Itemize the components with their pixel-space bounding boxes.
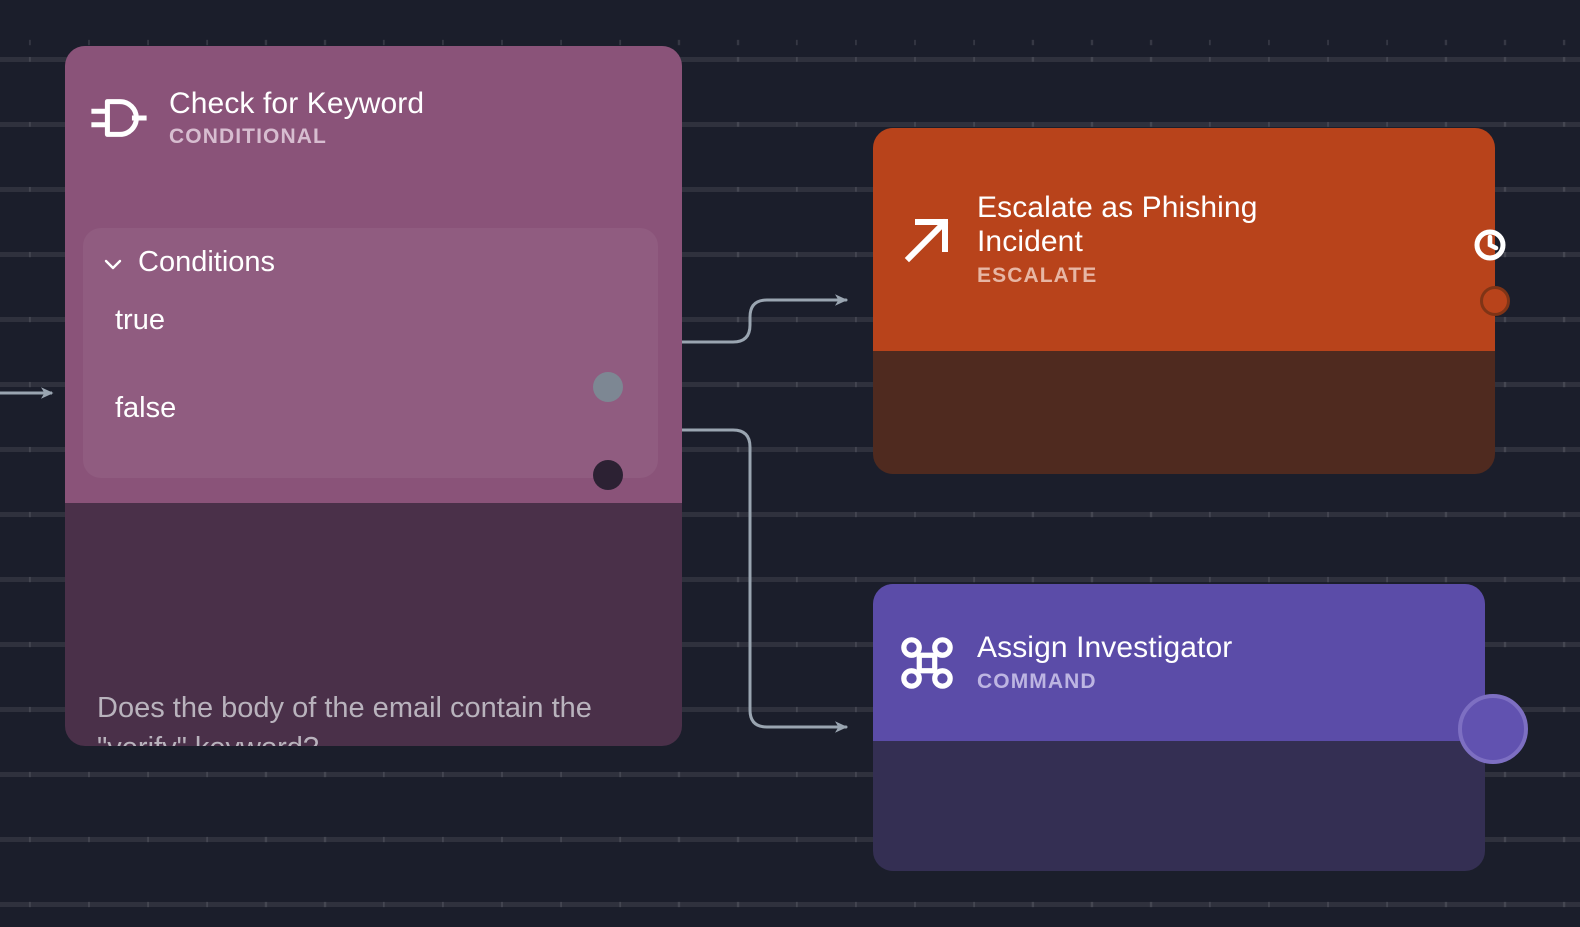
node-title: Check for Keyword xyxy=(169,86,425,120)
node-description: Does the body of the email contain the "… xyxy=(97,692,592,746)
node-header[interactable]: Check for Keyword CONDITIONAL xyxy=(65,46,682,176)
node-header[interactable]: Assign Investigator COMMAND xyxy=(873,584,1485,741)
arrow-up-right-icon xyxy=(899,212,955,268)
condition-row-true-label: true xyxy=(115,304,165,336)
node-kind-label: COMMAND xyxy=(977,669,1097,693)
node-header-background xyxy=(873,584,1485,741)
node-title: Escalate as Phishing Incident xyxy=(977,191,1258,258)
output-port[interactable] xyxy=(1458,694,1528,764)
chevron-down-icon[interactable] xyxy=(101,251,125,275)
node-escalate-as-phishing-incident[interactable]: Escalate as Phishing Incident ESCALATE xyxy=(873,128,1510,474)
conditions-panel[interactable]: Conditions true false xyxy=(83,228,658,478)
conditions-header[interactable]: Conditions xyxy=(83,228,658,279)
conditions-label: Conditions xyxy=(138,246,276,278)
output-port-false[interactable] xyxy=(593,460,623,490)
output-port[interactable] xyxy=(1480,286,1510,316)
node-header[interactable]: Escalate as Phishing Incident ESCALATE xyxy=(873,128,1495,351)
node-header-background xyxy=(873,128,1495,351)
logic-gate-icon xyxy=(91,90,147,146)
clock-icon[interactable] xyxy=(1473,228,1507,262)
command-icon xyxy=(899,635,955,691)
output-port-true[interactable] xyxy=(593,372,623,402)
node-assign-investigator[interactable]: Assign Investigator COMMAND xyxy=(873,584,1528,871)
node-kind-label: ESCALATE xyxy=(977,263,1098,287)
condition-row-false-label: false xyxy=(115,392,177,424)
node-header-background xyxy=(65,46,682,503)
node-title: Assign Investigator xyxy=(977,631,1233,665)
node-check-for-keyword[interactable]: Check for Keyword CONDITIONAL Conditions… xyxy=(65,46,682,746)
node-kind-label: CONDITIONAL xyxy=(169,125,327,149)
